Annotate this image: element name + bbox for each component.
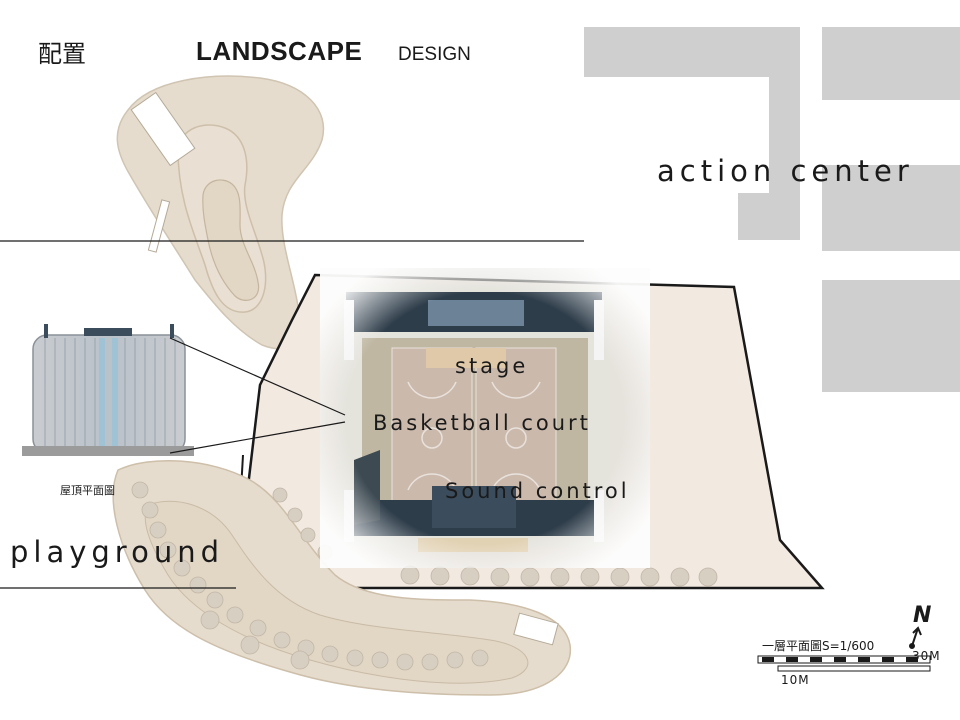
action-center-buildings	[584, 27, 960, 392]
roof-inset	[22, 324, 346, 456]
zoom-line-bottom	[169, 421, 346, 454]
zoom-line-top	[169, 337, 346, 416]
action-center-block-right-low	[822, 280, 960, 392]
title-design: DESIGN	[398, 44, 471, 65]
label-north: N	[913, 603, 932, 628]
scale-bar	[757, 655, 931, 672]
north-arrow-icon	[909, 626, 922, 649]
lower-garden-path	[112, 459, 572, 696]
label-action-center: action center	[657, 154, 914, 188]
upper-garden-path	[116, 75, 325, 350]
title-landscape: LANDSCAPE	[196, 36, 363, 66]
label-basketball-court: Basketball court	[373, 411, 591, 435]
upper-path-slab	[130, 91, 196, 167]
inset-roof	[32, 334, 186, 454]
action-center-block-right-mid	[822, 165, 960, 251]
title-chinese: 配置	[38, 40, 86, 68]
gym-building	[320, 268, 650, 568]
gym-fade	[320, 268, 650, 568]
label-scale-30m: 30M	[912, 649, 941, 663]
action-center-gap	[584, 77, 769, 193]
label-stage: stage	[455, 354, 529, 378]
inset-base	[22, 446, 194, 456]
action-center-block-right-top	[822, 27, 960, 100]
trees	[131, 481, 718, 671]
label-roof-plan: 屋頂平面圖	[60, 484, 115, 497]
label-floor-plan-scale: 一層平面圖S=1/600	[762, 639, 875, 653]
label-playground: playground	[10, 535, 225, 569]
label-scale-10m: 10M	[781, 673, 810, 687]
label-sound-control: Sound control	[445, 479, 630, 503]
lower-path-slab	[513, 612, 559, 646]
upper-path-step	[147, 199, 171, 253]
